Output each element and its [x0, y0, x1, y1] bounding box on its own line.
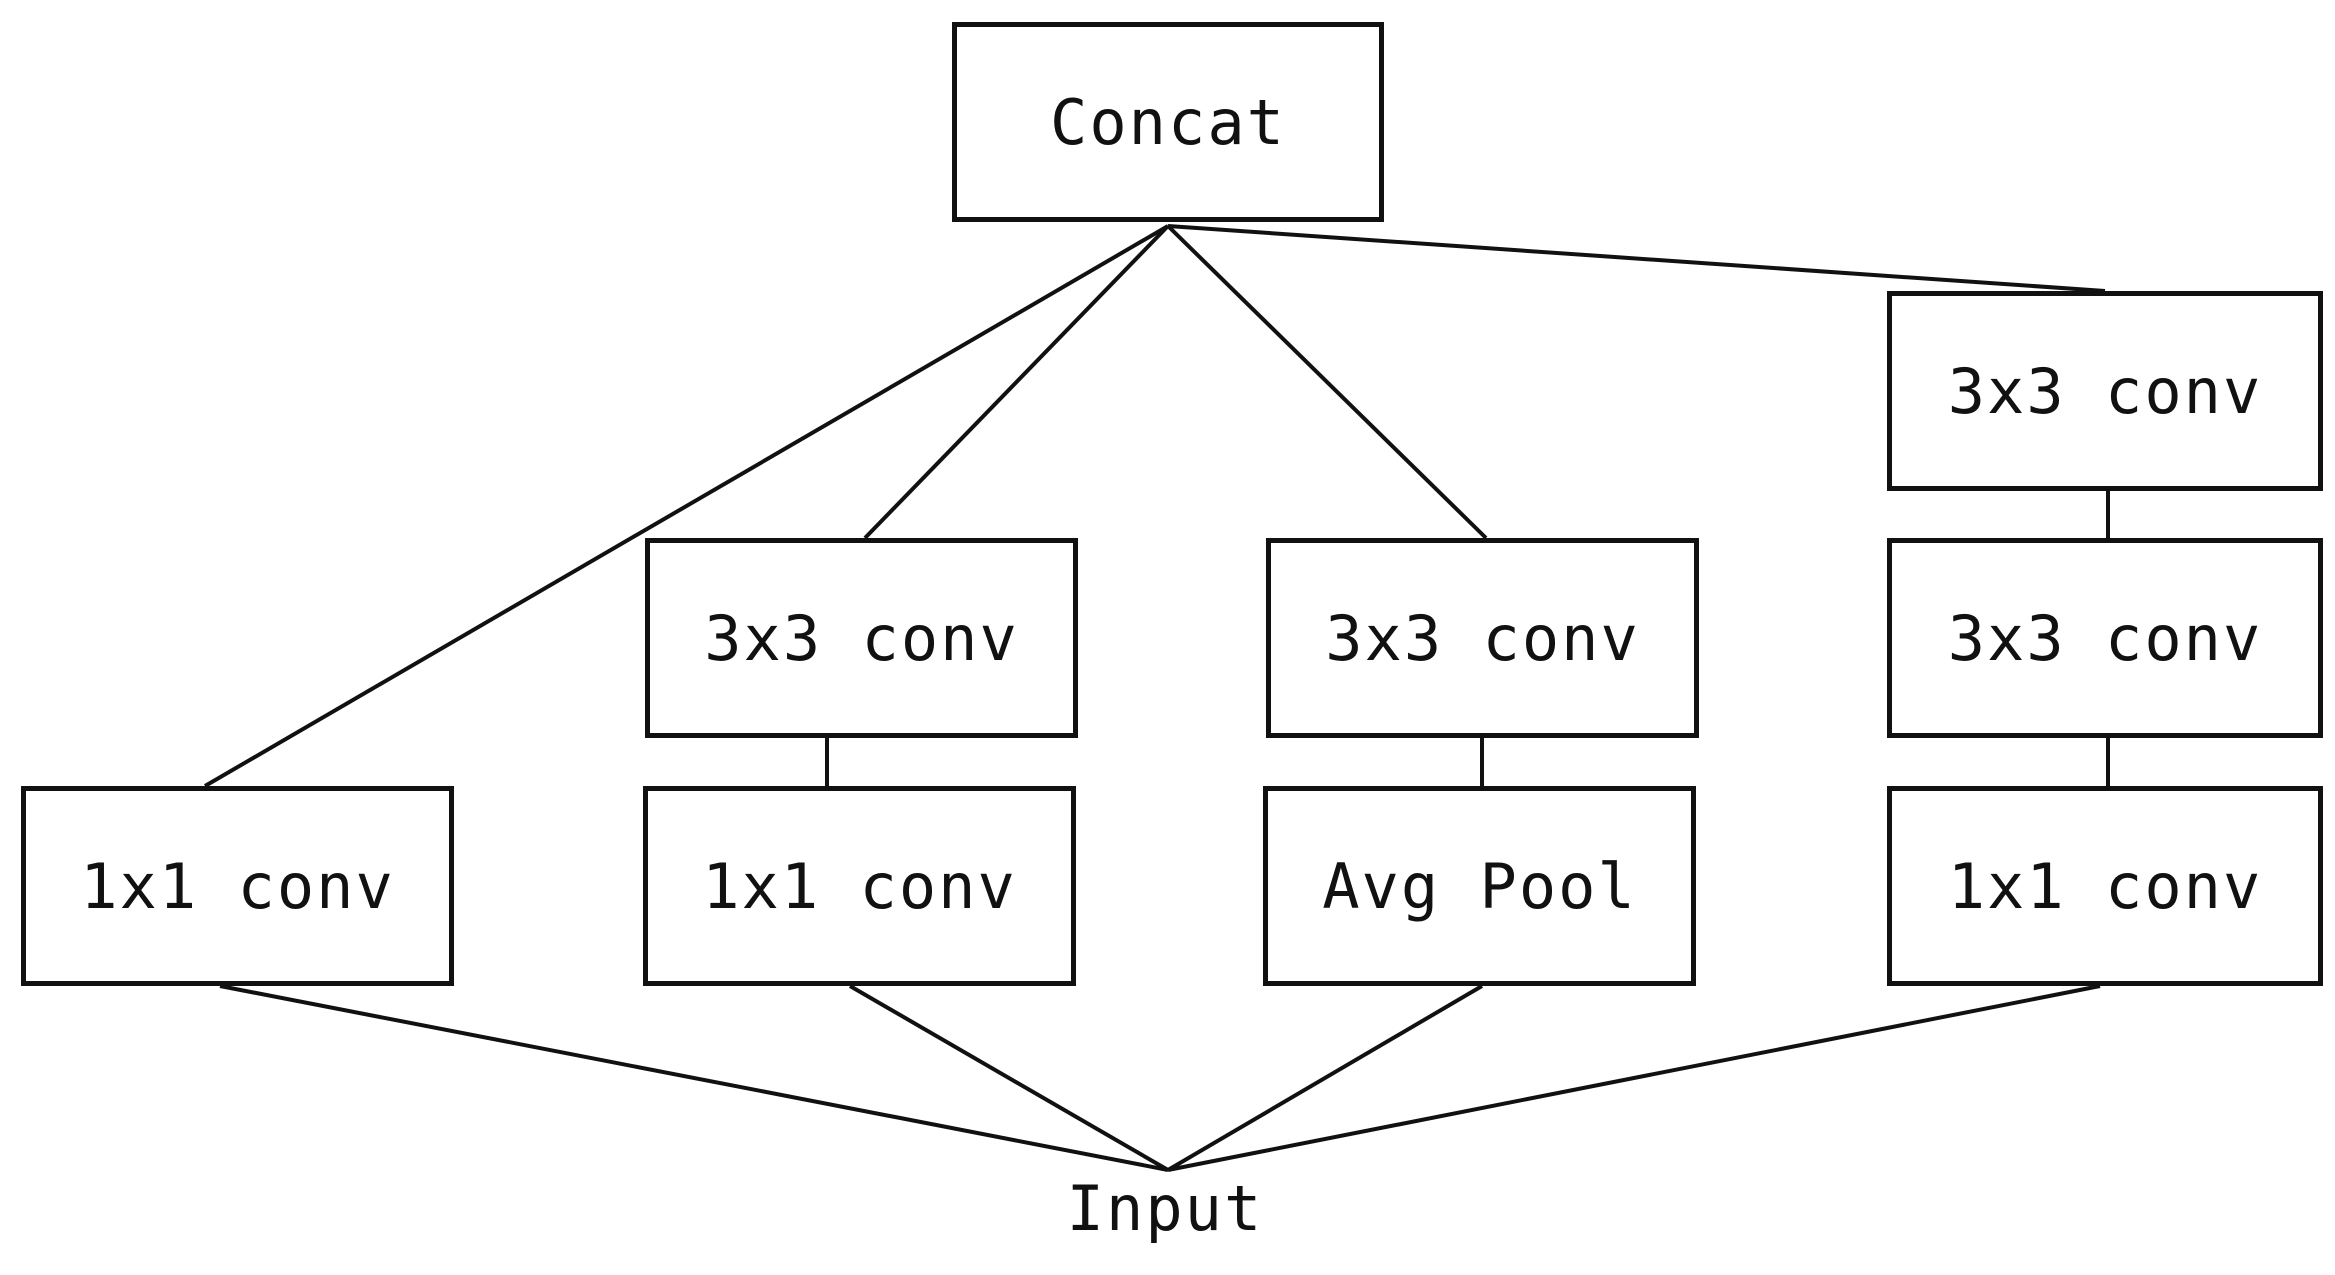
- branch4-layer1-node: 1x1 conv: [1887, 786, 2323, 986]
- edge-branch1-input: [219, 984, 1169, 1172]
- branch3-layer2-node: 3x3 conv: [1266, 538, 1699, 738]
- edge-branch3-input: [1166, 984, 1484, 1172]
- branch4-layer3-node: 3x3 conv: [1887, 291, 2323, 491]
- branch3-layer1-node: Avg Pool: [1263, 786, 1696, 986]
- edge-concat-branch1: [203, 224, 1170, 788]
- input-label: Input: [1066, 1172, 1264, 1245]
- branch2-layer2-node: 3x3 conv: [645, 538, 1078, 738]
- edge-branch4-input: [1167, 984, 2101, 1172]
- edge-branch2-input: [848, 984, 1170, 1172]
- edge-concat-branch4: [1167, 224, 2106, 293]
- branch2-layer1-node: 1x1 conv: [643, 786, 1076, 986]
- branch1-layer1-node: 1x1 conv: [21, 786, 454, 986]
- branch4-layer2-node: 3x3 conv: [1887, 538, 2323, 738]
- edge-concat-branch3: [1166, 224, 1488, 540]
- concat-node: Concat: [952, 22, 1384, 222]
- edge-concat-branch2: [863, 224, 1170, 540]
